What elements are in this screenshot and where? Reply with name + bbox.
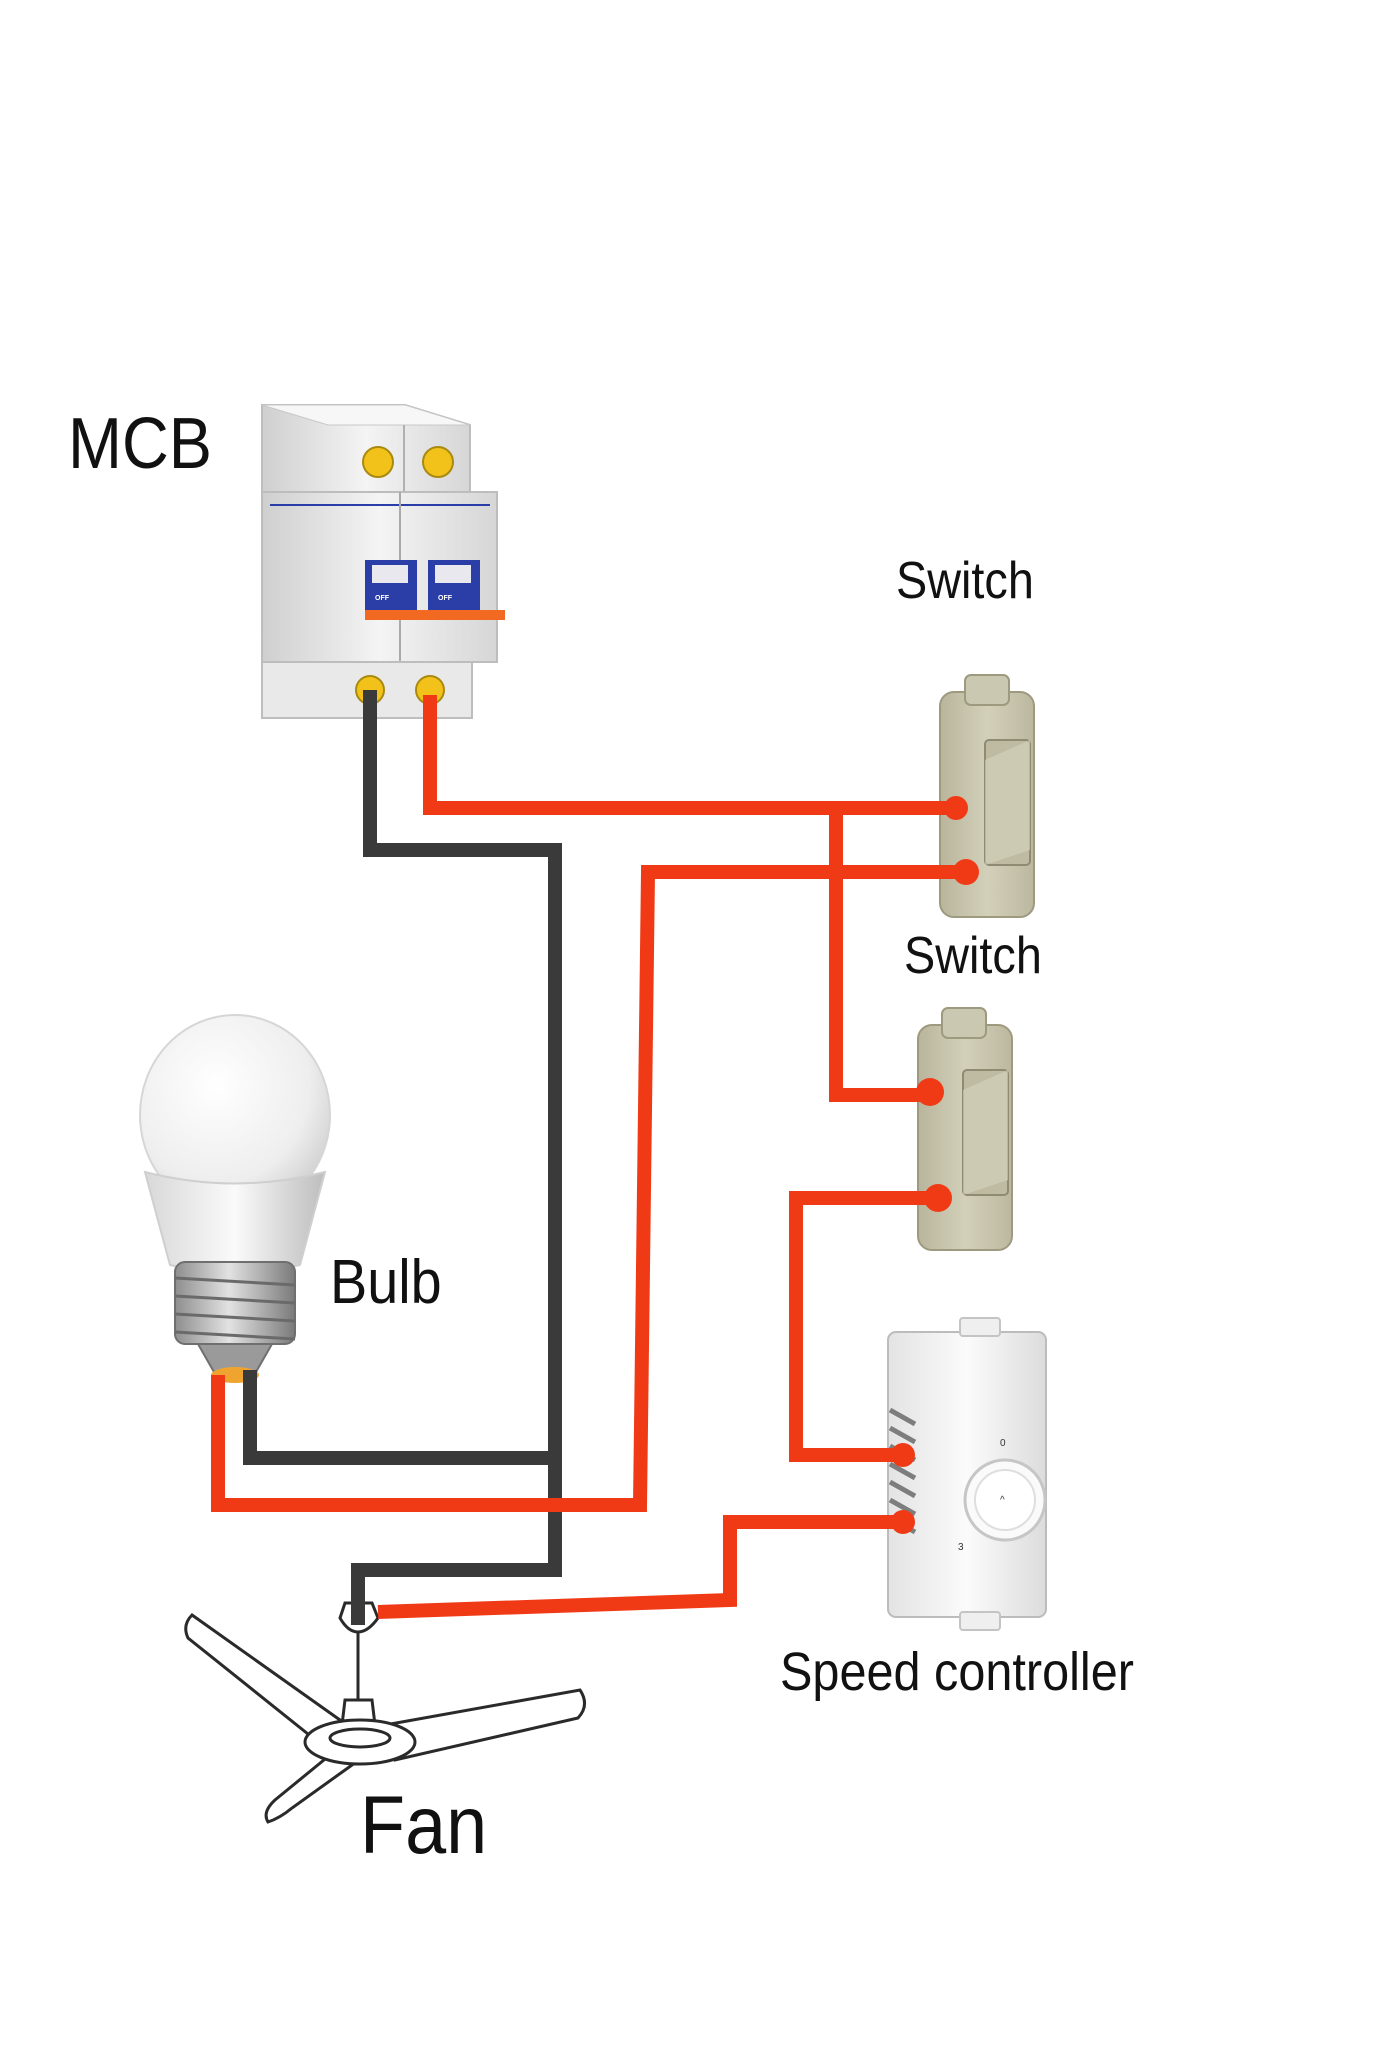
switch-bottom-label: Switch	[904, 927, 1042, 985]
mcb-pole2-off-label: OFF	[438, 595, 453, 602]
mcb-device: OFF OFF	[261, 404, 505, 719]
neutral-wires	[243, 690, 562, 1625]
bulb-device	[139, 1014, 331, 1383]
fan-device	[184, 1601, 586, 1824]
live-wire-switch2-to-regulator	[789, 1191, 930, 1462]
speed-dial-mark-0: 0	[1000, 1438, 1006, 1449]
switch-top-label: Switch	[896, 552, 1034, 610]
live-wire-regulator-to-fan	[377, 1515, 905, 1619]
live-wire-mcb-to-switches	[423, 695, 960, 815]
mcb-pole1-off-label: OFF	[375, 595, 390, 602]
live-wire-switch1-to-bulb	[211, 865, 960, 1512]
wire-terminals	[891, 796, 979, 1534]
fan-label: Fan	[360, 1780, 488, 1871]
switch-top-device	[939, 674, 1035, 918]
switch-bottom-device	[917, 1007, 1013, 1251]
neutral-wire-bulb	[243, 1370, 555, 1465]
live-wire-branch-to-switch2	[829, 808, 930, 1102]
speed-controller-device: 0 ^ 3	[887, 1317, 1047, 1631]
live-wires	[211, 695, 960, 1619]
speed-controller-label: Speed controller	[780, 1642, 1134, 1702]
speed-dial-mark-up: ^	[1000, 1495, 1005, 1506]
neutral-wire-mcb-to-fan	[351, 690, 562, 1625]
mcb-label: MCB	[68, 404, 212, 484]
bulb-label: Bulb	[330, 1248, 442, 1317]
speed-dial-mark-3: 3	[958, 1542, 964, 1553]
